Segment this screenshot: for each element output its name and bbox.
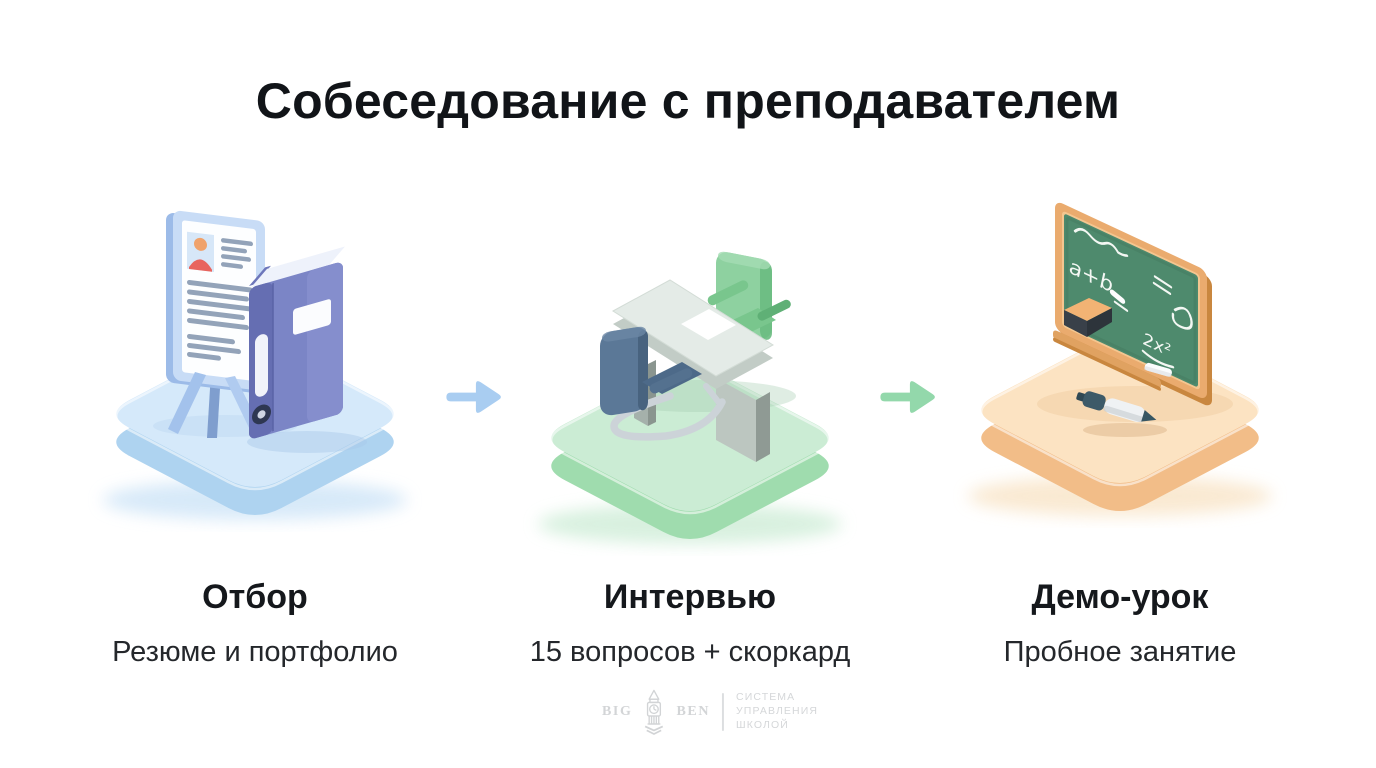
binder-shadow xyxy=(247,431,367,453)
marker-shadow xyxy=(1083,423,1167,437)
board-eraser xyxy=(1064,298,1112,337)
marker-pen xyxy=(1076,391,1157,423)
candidate-chair xyxy=(600,326,726,441)
step-description-demo-lesson: Пробное занятие xyxy=(1003,636,1237,668)
step-label-selection: Отбор xyxy=(202,578,308,616)
brand-tagline: СИСТЕМА УПРАВЛЕНИЯ ШКОЛОЙ xyxy=(736,691,819,731)
easel-left-leg xyxy=(168,372,206,434)
chalkboard: a+b 2x² xyxy=(1053,202,1212,406)
portfolio-binder xyxy=(249,246,345,439)
chalk-doodles xyxy=(1073,227,1193,369)
easel-rear-leg xyxy=(207,372,221,438)
step-label-demo-lesson: Демо-урок xyxy=(1031,578,1209,616)
chalk-tray xyxy=(1053,330,1161,388)
logo-divider xyxy=(722,693,725,731)
binder-spine-label xyxy=(255,334,268,397)
chalk-stick xyxy=(1144,362,1172,377)
resume-text-lines xyxy=(187,238,253,361)
brand-logo: BIG BEN СИСТЕМА УПРАВЛЕНИЯ ШКОЛОЙ xyxy=(602,684,818,740)
chalk-piece-writing xyxy=(1109,289,1126,304)
page-title: Собеседование с преподавателем xyxy=(255,73,1121,129)
selection-step-illustration xyxy=(103,210,407,520)
step-label-interview: Интервью xyxy=(603,578,777,616)
binder-label xyxy=(293,299,331,335)
big-ben-tower-icon xyxy=(645,689,664,735)
step-description-interview: 15 вопросов + скоркард xyxy=(529,636,851,668)
brand-word-big: BIG xyxy=(601,704,633,719)
interview-desk xyxy=(600,279,796,462)
paper-sheet xyxy=(681,309,736,340)
arrow-right-icon xyxy=(880,381,935,413)
brand-word-ben: BEN xyxy=(676,704,711,719)
demo-lesson-step-illustration: a+b 2x² xyxy=(968,202,1272,516)
resume-board xyxy=(166,210,265,393)
arrow-right-icon xyxy=(446,381,501,413)
step-description-selection: Резюме и портфолио xyxy=(112,636,398,668)
interview-step-illustration xyxy=(538,251,842,544)
